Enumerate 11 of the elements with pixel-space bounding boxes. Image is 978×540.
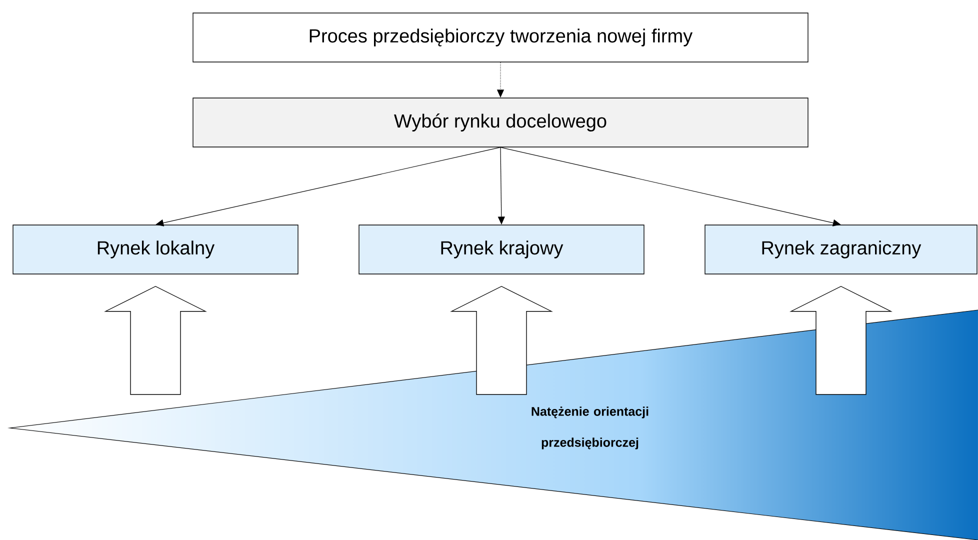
block-arrow <box>104 286 207 395</box>
arrow <box>500 147 841 226</box>
block-arrow <box>790 286 892 395</box>
market-box: Rynek krajowy <box>358 224 644 274</box>
arrow <box>156 147 501 226</box>
block-arrow <box>450 286 553 395</box>
process-box: Wybór rynku docelowego <box>192 98 808 148</box>
market-box: Rynek lokalny <box>12 224 298 274</box>
process-box: Proces przedsiębiorczy tworzenia nowej firmy <box>192 12 808 62</box>
gradient-wedge: Natężenie orientacji przedsiębiorczej <box>7 310 978 540</box>
market-box: Rynek zagraniczny <box>704 224 978 274</box>
